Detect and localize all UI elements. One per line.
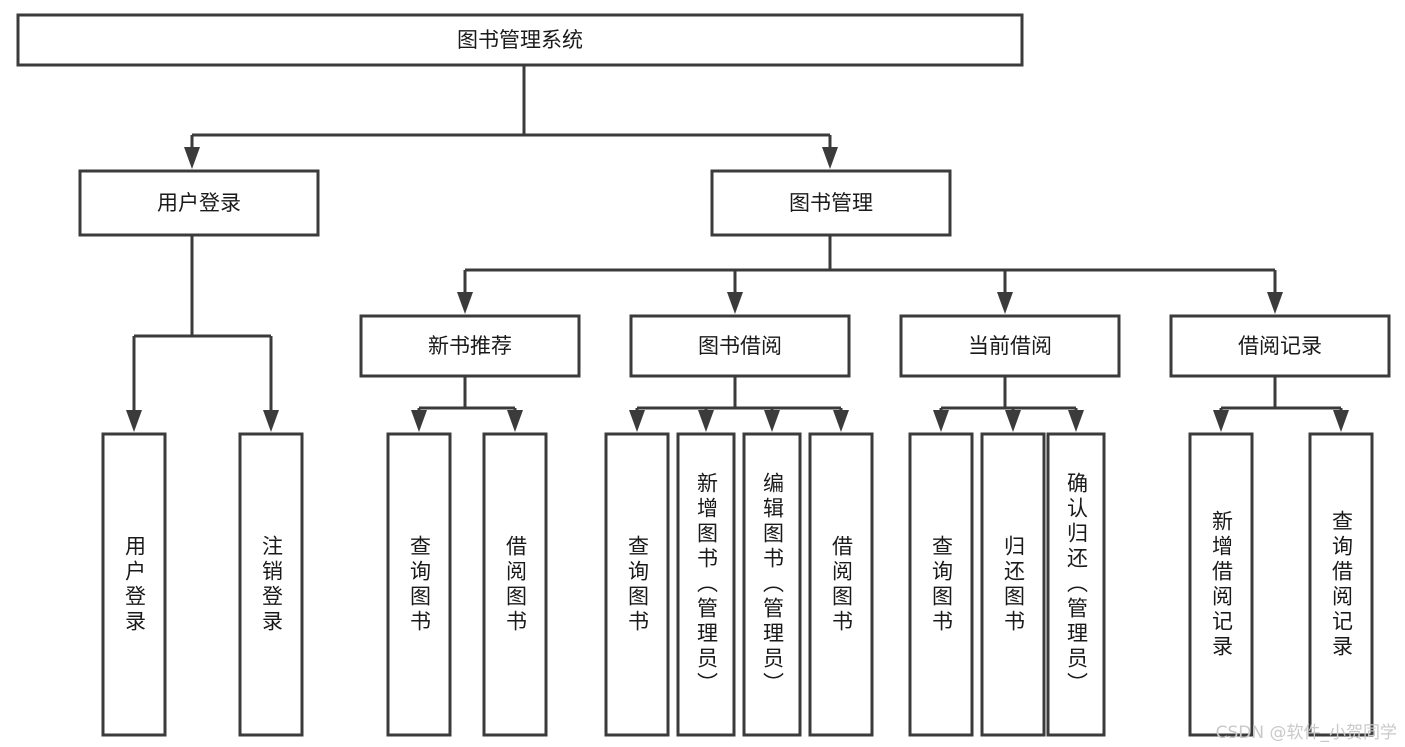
- node-leaf-add-book[interactable]: [676, 432, 736, 737]
- connector-book-borrow-to-functions: [629, 376, 849, 432]
- node-label-user-login: 用户登录: [157, 191, 241, 215]
- arrow-head-icon: [1333, 410, 1349, 432]
- arrow-head-icon: [997, 292, 1013, 314]
- arrow-head-icon: [833, 410, 849, 432]
- node-leaf-user-login[interactable]: [101, 432, 167, 737]
- box-layer: [16, 13, 1391, 737]
- arrow-head-icon: [1213, 410, 1229, 432]
- node-label-current-borrow: 当前借阅: [968, 334, 1052, 358]
- connector-book-manage-to-submodules: [457, 235, 1283, 314]
- node-book-borrow[interactable]: [629, 314, 851, 378]
- arrow-head-icon: [629, 410, 645, 432]
- node-label-book-manage: 图书管理: [789, 191, 873, 215]
- arrow-head-icon: [126, 410, 142, 432]
- arrow-head-icon: [1005, 410, 1021, 432]
- node-leaf-add-record[interactable]: [1188, 432, 1254, 737]
- arrow-head-icon: [1267, 292, 1283, 314]
- node-label-book-borrow: 图书借阅: [698, 334, 782, 358]
- connector-root-to-modules: [184, 65, 838, 169]
- node-leaf-return-book[interactable]: [980, 432, 1046, 737]
- arrow-head-icon: [764, 410, 780, 432]
- node-leaf-logout[interactable]: [238, 432, 304, 737]
- node-label-root-system: 图书管理系统: [457, 28, 583, 52]
- node-new-book-recommend[interactable]: [359, 314, 581, 378]
- node-label-new-book-recommend: 新书推荐: [428, 334, 512, 358]
- node-leaf-edit-book[interactable]: [742, 432, 802, 737]
- arrow-head-icon: [822, 147, 838, 169]
- connector-new-book-recommend-to-functions: [411, 376, 523, 432]
- connector-borrow-record-to-functions: [1213, 376, 1349, 432]
- connector-layer: [126, 65, 1349, 432]
- node-leaf-confirm-return[interactable]: [1046, 432, 1106, 737]
- node-leaf-query-record[interactable]: [1308, 432, 1374, 737]
- node-label-borrow-record: 借阅记录: [1238, 334, 1322, 358]
- arrow-head-icon: [1068, 410, 1084, 432]
- arrow-head-icon: [698, 410, 714, 432]
- node-leaf-borrow-book-1[interactable]: [482, 432, 548, 737]
- node-user-login[interactable]: [78, 169, 320, 237]
- arrow-head-icon: [411, 410, 427, 432]
- arrow-head-icon: [184, 147, 200, 169]
- arrow-head-icon: [727, 292, 743, 314]
- connector-user-login-to-functions: [126, 235, 279, 432]
- node-book-manage[interactable]: [710, 169, 952, 237]
- node-current-borrow[interactable]: [899, 314, 1121, 378]
- node-leaf-borrow-book-2[interactable]: [808, 432, 874, 737]
- watermark: CSDN @软件_小贺同学: [1215, 723, 1397, 743]
- node-root-system[interactable]: [16, 13, 1024, 67]
- node-leaf-query-book-3[interactable]: [908, 432, 974, 737]
- arrow-head-icon: [933, 410, 949, 432]
- connector-current-borrow-to-functions: [933, 376, 1084, 432]
- arrow-head-icon: [263, 410, 279, 432]
- arrow-head-icon: [507, 410, 523, 432]
- arrow-head-icon: [457, 292, 473, 314]
- node-borrow-record[interactable]: [1169, 314, 1391, 378]
- node-leaf-query-book-2[interactable]: [604, 432, 670, 737]
- node-leaf-query-book-1[interactable]: [386, 432, 452, 737]
